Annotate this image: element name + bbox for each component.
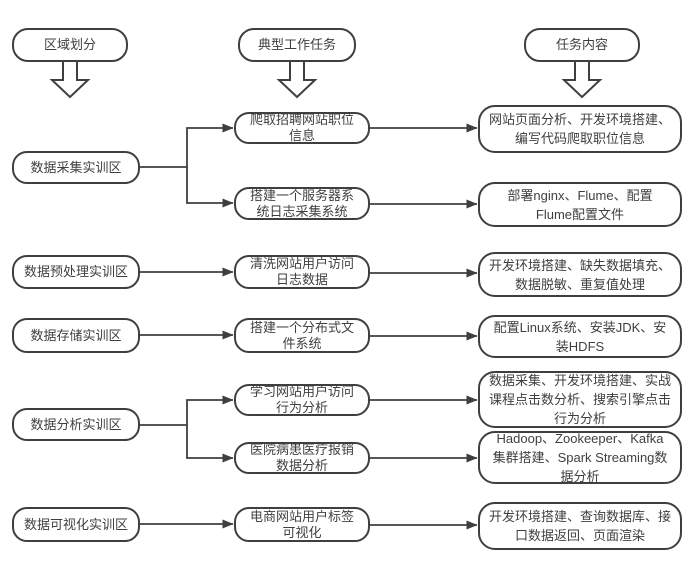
connector-zone4-task6 — [186, 425, 234, 463]
header-task-column: 典型工作任务 — [238, 28, 356, 62]
header-content-column: 任务内容 — [524, 28, 640, 62]
content-box-click-analysis: 数据采集、开发环境搭建、实战 课程点击数分析、搜索引擎点击 行为分析 — [478, 371, 682, 428]
content-box-hadoop-spark: Hadoop、Zookeeper、Kafka 集群搭建、Spark Stream… — [478, 431, 682, 484]
down-block-arrow-1 — [49, 59, 91, 99]
task-box-distributed-filesystem: 搭建一个分布式文 件系统 — [234, 318, 370, 353]
down-block-arrow-3 — [561, 59, 603, 99]
zone-box-data-visualization: 数据可视化实训区 — [12, 507, 140, 542]
header-zone-column: 区域划分 — [12, 28, 128, 62]
task-box-server-log-collection: 搭建一个服务器系 统日志采集系统 — [234, 187, 370, 220]
zone-box-data-analysis: 数据分析实训区 — [12, 408, 140, 441]
connector-zone1-task2 — [186, 167, 234, 208]
connector-zone4-task5 — [140, 395, 234, 426]
content-box-linux-jdk-hdfs: 配置Linux系统、安装JDK、安 装HDFS — [478, 315, 682, 358]
task-box-clean-access-logs: 清洗网站用户访问 日志数据 — [234, 255, 370, 289]
task-box-hospital-reimbursement: 医院病患医疗报销 数据分析 — [234, 442, 370, 474]
content-box-nginx-flume: 部署nginx、Flume、配置 Flume配置文件 — [478, 182, 682, 227]
down-block-arrow-2 — [276, 59, 318, 99]
zone-box-data-storage: 数据存储实训区 — [12, 318, 140, 353]
content-box-data-cleaning: 开发环境搭建、缺失数据填充、 数据脱敏、重复值处理 — [478, 252, 682, 297]
content-box-query-render: 开发环境搭建、查询数据库、接 口数据返回、页面渲染 — [478, 502, 682, 550]
content-box-page-analysis-crawling: 网站页面分析、开发环境搭建、 编写代码爬取职位信息 — [478, 105, 682, 153]
zone-box-data-preprocessing: 数据预处理实训区 — [12, 255, 140, 289]
task-box-user-behavior-analysis: 学习网站用户访问 行为分析 — [234, 384, 370, 416]
connector-zone1-task1 — [140, 123, 234, 168]
task-box-user-tag-visualization: 电商网站用户标签 可视化 — [234, 507, 370, 542]
task-box-crawl-job-info: 爬取招聘网站职位 信息 — [234, 112, 370, 144]
zone-box-data-collection: 数据采集实训区 — [12, 151, 140, 184]
